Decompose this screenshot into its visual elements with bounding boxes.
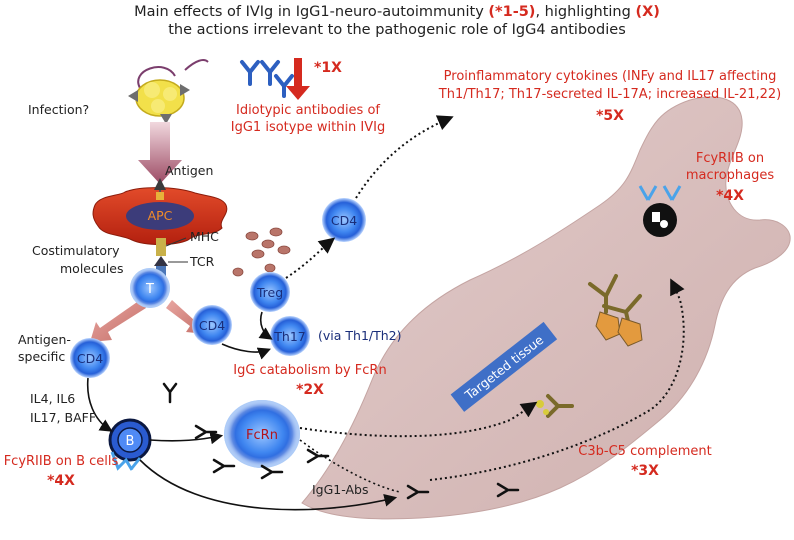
cd4-to-b-arrow [86, 377, 113, 432]
effect-5-marker: *5X [596, 108, 624, 124]
effect-2-marker: *2X [296, 382, 324, 398]
autoantigen-icons [595, 311, 643, 347]
apc-label: APC [148, 208, 173, 223]
treg-cell [250, 272, 290, 312]
effect-5-line1: Proinflammatory cytokines (INFy and IL17… [443, 69, 777, 84]
cytokine-particles [232, 227, 291, 277]
tcr-label: TCR [190, 254, 215, 269]
fcrn-to-abs-dotted [299, 439, 401, 493]
b-cell-label: B [126, 434, 135, 449]
th17-label: Th17 [273, 329, 305, 344]
effect-1-line1: Idiotypic antibodies of [235, 103, 380, 118]
effect-4a-marker: *4X [47, 473, 75, 489]
t-cell [130, 268, 170, 308]
b-to-tissue-arrow [139, 459, 398, 511]
cd4-cell-top [322, 198, 366, 242]
pathogen-icon [128, 59, 209, 124]
fcrn-cell [224, 400, 300, 468]
title-highlight-x: (X) [635, 4, 660, 20]
title-line-1-text: Main effects of IVIg in IgG1-neuro-autoi… [134, 4, 489, 20]
igg1-antibody-icons [162, 382, 520, 500]
t-to-cd4-arrow-left [90, 300, 146, 342]
abs-to-macrophage-dotted [429, 278, 685, 481]
effect-4b-line2: macrophages [685, 168, 775, 183]
effect-3-line: C3b-C5 complement [578, 444, 712, 459]
apc-cell [92, 187, 228, 245]
effect-1-marker: *1X [314, 60, 342, 76]
decrease-arrow-icon [286, 58, 310, 100]
cd4-to-cytokines-dotted [355, 115, 454, 199]
th17-cell [270, 316, 310, 356]
infection-arrow [138, 122, 182, 184]
cd4-left-label: CD4 [77, 351, 103, 366]
treg-to-cd4-dotted [285, 237, 336, 279]
cd4-to-th17-arrow [221, 343, 271, 360]
infection-label: Infection? [28, 102, 90, 117]
mhc-label: MHC [190, 229, 219, 244]
idiotypic-antibodies-icon [240, 60, 294, 98]
effect-3-marker: *3X [631, 463, 659, 479]
igg1-abs-label: IgG1-Abs [312, 482, 369, 497]
cd4-top-label: CD4 [331, 213, 357, 228]
title-line-2: the actions irrelevant to the pathogenic… [168, 22, 626, 38]
effect-5-line2: Th1/Th17; Th17-secreted IL-17A; increase… [438, 87, 782, 102]
via-th1-th2-label: (via Th1/Th2) [318, 328, 402, 343]
targeted-tissue [301, 96, 791, 520]
costimulatory-label-line1: Costimulatory [32, 243, 120, 258]
fcrn-label: FcRn [246, 428, 278, 443]
antigen-label: Antigen [165, 163, 214, 178]
fcyriib-b-receptor-icon [110, 451, 142, 471]
cd4-cell-middle [192, 305, 232, 345]
title-highlight-range: (*1-5) [488, 4, 536, 20]
costimulatory-label-line2: molecules [60, 261, 124, 276]
il-label-line1: IL4, IL6 [30, 391, 76, 406]
effect-2-line: IgG catabolism by FcRn [233, 363, 387, 378]
effect-1-line2: IgG1 isotype within IVIg [230, 120, 386, 135]
title-line-1: Main effects of IVIg in IgG1-neuro-autoi… [0, 4, 794, 21]
fcrn-to-complement-dotted [299, 401, 538, 438]
treg-to-th17-arrow [258, 311, 273, 340]
il-label-line2: IL17, BAFF [30, 410, 97, 425]
title-line-1-middle: , highlighting [535, 4, 636, 20]
effect-4b-marker: *4X [716, 188, 744, 204]
effect-4b-line1: FcyRIIB on [695, 151, 765, 166]
macrophage-icon [638, 185, 682, 237]
cd4-middle-label: CD4 [199, 318, 225, 333]
complement-dots [536, 400, 549, 415]
antigen-specific-label-line2: specific [18, 349, 66, 364]
t-cell-label: T [145, 282, 154, 297]
antigen-icon [154, 178, 166, 200]
antigen-specific-label-line1: Antigen- [18, 332, 71, 347]
b-to-fcrn-arrow [149, 431, 224, 445]
cd4-cell-left [70, 338, 110, 378]
treg-label: Treg [256, 285, 283, 300]
effect-4a-line: FcyRIIB on B cells [3, 454, 119, 469]
